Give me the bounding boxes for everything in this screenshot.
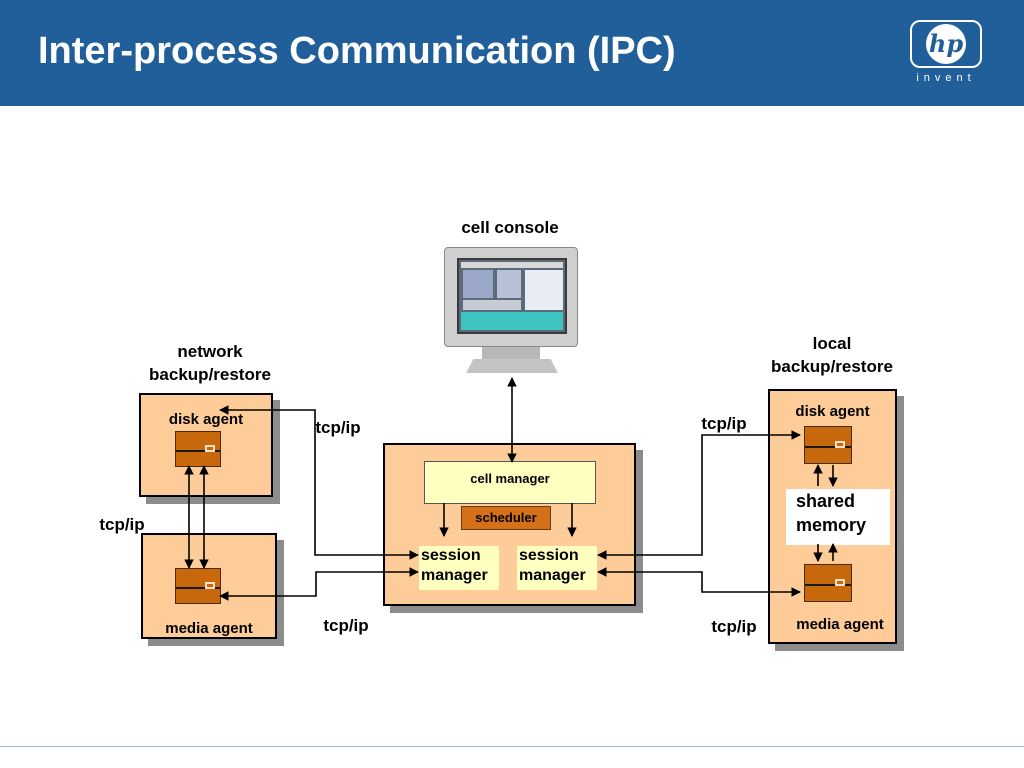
hp-logo-tagline: invent (916, 72, 976, 84)
screen-toolbar (461, 262, 563, 268)
screen-taskbar (461, 312, 563, 330)
network-label-line2: backup/restore (149, 365, 271, 384)
local-label-line1: local (812, 334, 852, 353)
network-disk-agent-label: disk agent (168, 411, 244, 428)
tcpip-left-top-label: tcp/ip (315, 418, 361, 437)
local-disk-agent-label: disk agent (795, 403, 870, 420)
local-agents-box: disk agent shared memory media agent (768, 389, 897, 644)
network-disk-agent-box: disk agent (139, 393, 273, 497)
disk-agent-icon (175, 431, 221, 467)
tcpip-right-top-label: tcp/ip (701, 414, 747, 433)
local-disk-agent-icon (804, 426, 852, 464)
session-manager-right-line1: session (519, 547, 579, 564)
media-agent-icon (175, 568, 221, 604)
session-manager-right: session manager (517, 546, 597, 590)
screen-window-a (463, 270, 493, 298)
monitor-icon (444, 247, 578, 347)
monitor-screen (457, 258, 567, 334)
session-manager-left-line1: session (421, 547, 481, 564)
session-manager-left: session manager (419, 546, 499, 590)
slide-title: Inter-process Communication (IPC) (38, 30, 676, 72)
monitor-base (466, 359, 558, 373)
cell-manager-box: cell manager (424, 461, 596, 504)
tcpip-right-bottom-label: tcp/ip (711, 617, 757, 636)
network-group-label: network backup/restore (130, 340, 290, 386)
network-media-agent-label: media agent (165, 620, 253, 637)
hp-logo-badge: hp (910, 20, 982, 68)
shared-memory-line1: shared (796, 491, 856, 511)
tcpip-left-bottom-label: tcp/ip (323, 616, 369, 635)
hp-logo: hp invent (908, 20, 984, 90)
cell-manager-host-box: cell manager scheduler session manager s… (383, 443, 636, 606)
shared-memory-box: shared memory (786, 489, 890, 545)
screen-panel (463, 300, 521, 310)
session-manager-left-line2: manager (421, 567, 488, 584)
local-media-agent-label: media agent (796, 616, 884, 633)
screen-window-b (497, 270, 521, 298)
network-link-label: tcp/ip (99, 515, 145, 534)
screen-window-c (525, 270, 563, 310)
slide-header: Inter-process Communication (IPC) hp inv… (0, 0, 1024, 106)
footer-rule (0, 746, 1024, 747)
local-label-line2: backup/restore (771, 357, 893, 376)
local-group-label: local backup/restore (752, 332, 912, 378)
network-media-agent-box: media agent (141, 533, 277, 639)
scheduler-box: scheduler (461, 506, 551, 530)
local-media-agent-icon (804, 564, 852, 602)
cell-console-label: cell console (461, 218, 559, 237)
shared-memory-line2: memory (796, 515, 867, 535)
session-manager-right-line2: manager (519, 567, 586, 584)
monitor-stand (482, 347, 540, 359)
hp-logo-mark: hp (926, 24, 966, 64)
network-label-line1: network (177, 342, 243, 361)
